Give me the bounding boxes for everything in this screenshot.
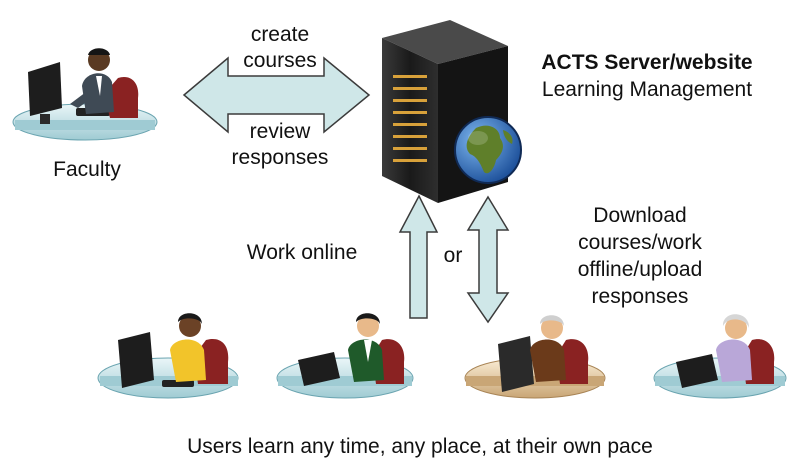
download-line1: Download bbox=[593, 204, 687, 227]
user-computer-icon bbox=[653, 314, 787, 399]
faculty-server-arrow bbox=[182, 56, 371, 134]
server-title: ACTS Server/website bbox=[541, 51, 753, 74]
server-subtitle: Learning Management bbox=[541, 78, 753, 101]
arrow-bottom-line1: review bbox=[249, 120, 311, 143]
arrow-top-line2: courses bbox=[243, 49, 317, 72]
work-online-arrow bbox=[398, 194, 439, 319]
globe-icon bbox=[454, 116, 522, 184]
bottom-caption: Users learn any time, any place, at thei… bbox=[187, 435, 653, 458]
download-upload-arrow bbox=[466, 195, 510, 324]
user-computer-icon bbox=[464, 315, 606, 399]
work-online-label: Work online bbox=[246, 241, 358, 264]
or-label: or bbox=[443, 244, 463, 267]
arrow-top-line1: create bbox=[250, 23, 310, 46]
arrow-bottom-line2: responses bbox=[231, 146, 329, 169]
user-computer-icon bbox=[97, 313, 239, 399]
download-line4: responses bbox=[591, 285, 689, 308]
faculty-label: Faculty bbox=[53, 158, 121, 181]
download-line2: courses/work bbox=[578, 231, 702, 254]
user-computer-icon bbox=[276, 313, 414, 399]
faculty-computer-icon bbox=[12, 48, 158, 141]
download-line3: offline/upload bbox=[577, 258, 703, 281]
